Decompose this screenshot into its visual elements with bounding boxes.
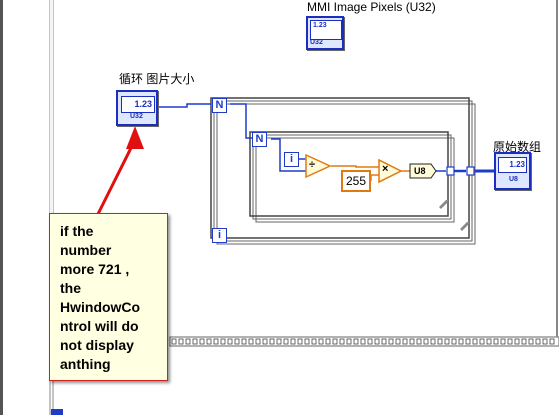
sprocket-hole bbox=[199, 338, 205, 345]
sprocket-hole bbox=[353, 338, 359, 345]
multiply-symbol: × bbox=[382, 163, 389, 175]
sprocket-hole bbox=[521, 338, 527, 345]
inner-tunnel[interactable] bbox=[446, 166, 455, 176]
sprocket-hole bbox=[514, 338, 520, 345]
output-array-indicator[interactable]: 1.23 U8 bbox=[494, 152, 531, 190]
sprocket-hole bbox=[332, 338, 338, 345]
mmi-numeric-text: 1.23 bbox=[313, 22, 327, 29]
to-u8-label: U8 bbox=[414, 166, 426, 176]
sprocket-hole bbox=[493, 338, 499, 345]
sprocket-hole bbox=[437, 338, 443, 345]
inner-loop-shadow-2 bbox=[252, 134, 452, 220]
sprocket-hole bbox=[248, 338, 254, 345]
sprocket-hole bbox=[388, 338, 394, 345]
mmi-image-pixels-terminal[interactable]: 1.23 U32 bbox=[306, 16, 344, 50]
sprocket-hole bbox=[535, 338, 541, 345]
sprocket-hole bbox=[185, 338, 191, 345]
wire-loop-count bbox=[156, 103, 211, 108]
sprocket-hole bbox=[234, 338, 240, 345]
sprocket-hole bbox=[206, 338, 212, 345]
outer-loop-shadow bbox=[216, 103, 476, 245]
sprocket-hole bbox=[269, 338, 275, 345]
sprocket-hole bbox=[339, 338, 345, 345]
divide-function[interactable] bbox=[305, 153, 332, 179]
mmi-numeric-icon: 1.23 bbox=[310, 20, 342, 40]
sprocket-hole bbox=[171, 338, 177, 345]
constant-255[interactable]: 255 bbox=[341, 170, 371, 192]
sprocket-hole bbox=[318, 338, 324, 345]
mmi-dtype: U32 bbox=[310, 39, 323, 46]
sprocket-hole bbox=[549, 338, 555, 345]
sprocket-hole bbox=[220, 338, 226, 345]
divide-symbol: ÷ bbox=[309, 159, 316, 171]
inner-loop-resize[interactable] bbox=[439, 200, 448, 209]
outer-loop-iteration-terminal[interactable]: i bbox=[212, 228, 227, 243]
wire-count-to-divide bbox=[271, 138, 306, 172]
sprocket-hole bbox=[262, 338, 268, 345]
wire-quotient bbox=[331, 165, 379, 168]
sprocket-hole bbox=[416, 338, 422, 345]
annotation-arrow-head bbox=[126, 126, 144, 149]
bottom-edge-marker bbox=[51, 409, 63, 415]
sprocket-hole bbox=[542, 338, 548, 345]
sprocket-hole bbox=[430, 338, 436, 345]
mmi-title-label: MMI Image Pixels (U32) bbox=[307, 0, 436, 14]
sprocket-hole bbox=[395, 338, 401, 345]
sprocket-hole bbox=[227, 338, 233, 345]
sprocket-hole bbox=[241, 338, 247, 345]
outer-loop-resize[interactable] bbox=[460, 222, 469, 231]
sprocket-hole bbox=[465, 338, 471, 345]
outer-loop-count-terminal[interactable]: N bbox=[212, 98, 227, 113]
loop-dtype: U32 bbox=[130, 113, 143, 120]
sprocket-hole bbox=[451, 338, 457, 345]
to-u8-function[interactable] bbox=[409, 163, 437, 179]
annotation-note: if the number more 721 , the HwindowCo n… bbox=[49, 213, 168, 381]
left-frame-edge bbox=[0, 0, 3, 415]
loop-size-label: 循环 图片大小 bbox=[119, 72, 195, 86]
output-numeric-icon: 1.23 bbox=[498, 157, 527, 173]
outer-tunnel[interactable] bbox=[466, 166, 475, 176]
sprocket-hole bbox=[507, 338, 513, 345]
sprocket-hole bbox=[374, 338, 380, 345]
sequence-frame-sprockets bbox=[171, 338, 555, 345]
sprocket-hole bbox=[290, 338, 296, 345]
sprocket-hole bbox=[311, 338, 317, 345]
sprocket-hole bbox=[255, 338, 261, 345]
output-dtype: U8 bbox=[509, 176, 518, 183]
annotation-text: if the number more 721 , the HwindowCo n… bbox=[60, 223, 141, 372]
inner-loop-count-terminal[interactable]: N bbox=[252, 132, 267, 147]
sprocket-hole bbox=[276, 338, 282, 345]
sprocket-hole bbox=[178, 338, 184, 345]
sprocket-hole bbox=[409, 338, 415, 345]
sprocket-hole bbox=[486, 338, 492, 345]
sprocket-hole bbox=[346, 338, 352, 345]
sprocket-hole bbox=[304, 338, 310, 345]
sprocket-hole bbox=[297, 338, 303, 345]
sprocket-hole bbox=[423, 338, 429, 345]
sprocket-hole bbox=[479, 338, 485, 345]
sprocket-hole bbox=[192, 338, 198, 345]
inner-loop-shadow bbox=[255, 137, 455, 223]
multiply-function[interactable] bbox=[378, 158, 403, 184]
sprocket-hole bbox=[528, 338, 534, 345]
annotation-arrow bbox=[96, 139, 137, 215]
frame-fill bbox=[50, 0, 53, 340]
loop-size-control[interactable]: 1.23 U32 bbox=[116, 90, 158, 126]
sprocket-hole bbox=[458, 338, 464, 345]
wire-inner-count bbox=[230, 103, 254, 139]
sprocket-hole bbox=[500, 338, 506, 345]
sprocket-hole bbox=[472, 338, 478, 345]
sprocket-hole bbox=[360, 338, 366, 345]
loop-numeric-icon: 1.23 bbox=[121, 96, 155, 113]
sprocket-hole bbox=[381, 338, 387, 345]
output-array-label: 原始数组 bbox=[493, 140, 542, 154]
sprocket-hole bbox=[367, 338, 373, 345]
sprocket-hole bbox=[325, 338, 331, 345]
inner-loop-iteration-terminal[interactable]: i bbox=[284, 152, 299, 167]
sprocket-hole bbox=[283, 338, 289, 345]
sprocket-hole bbox=[402, 338, 408, 345]
sprocket-hole bbox=[444, 338, 450, 345]
sprocket-hole bbox=[213, 338, 219, 345]
